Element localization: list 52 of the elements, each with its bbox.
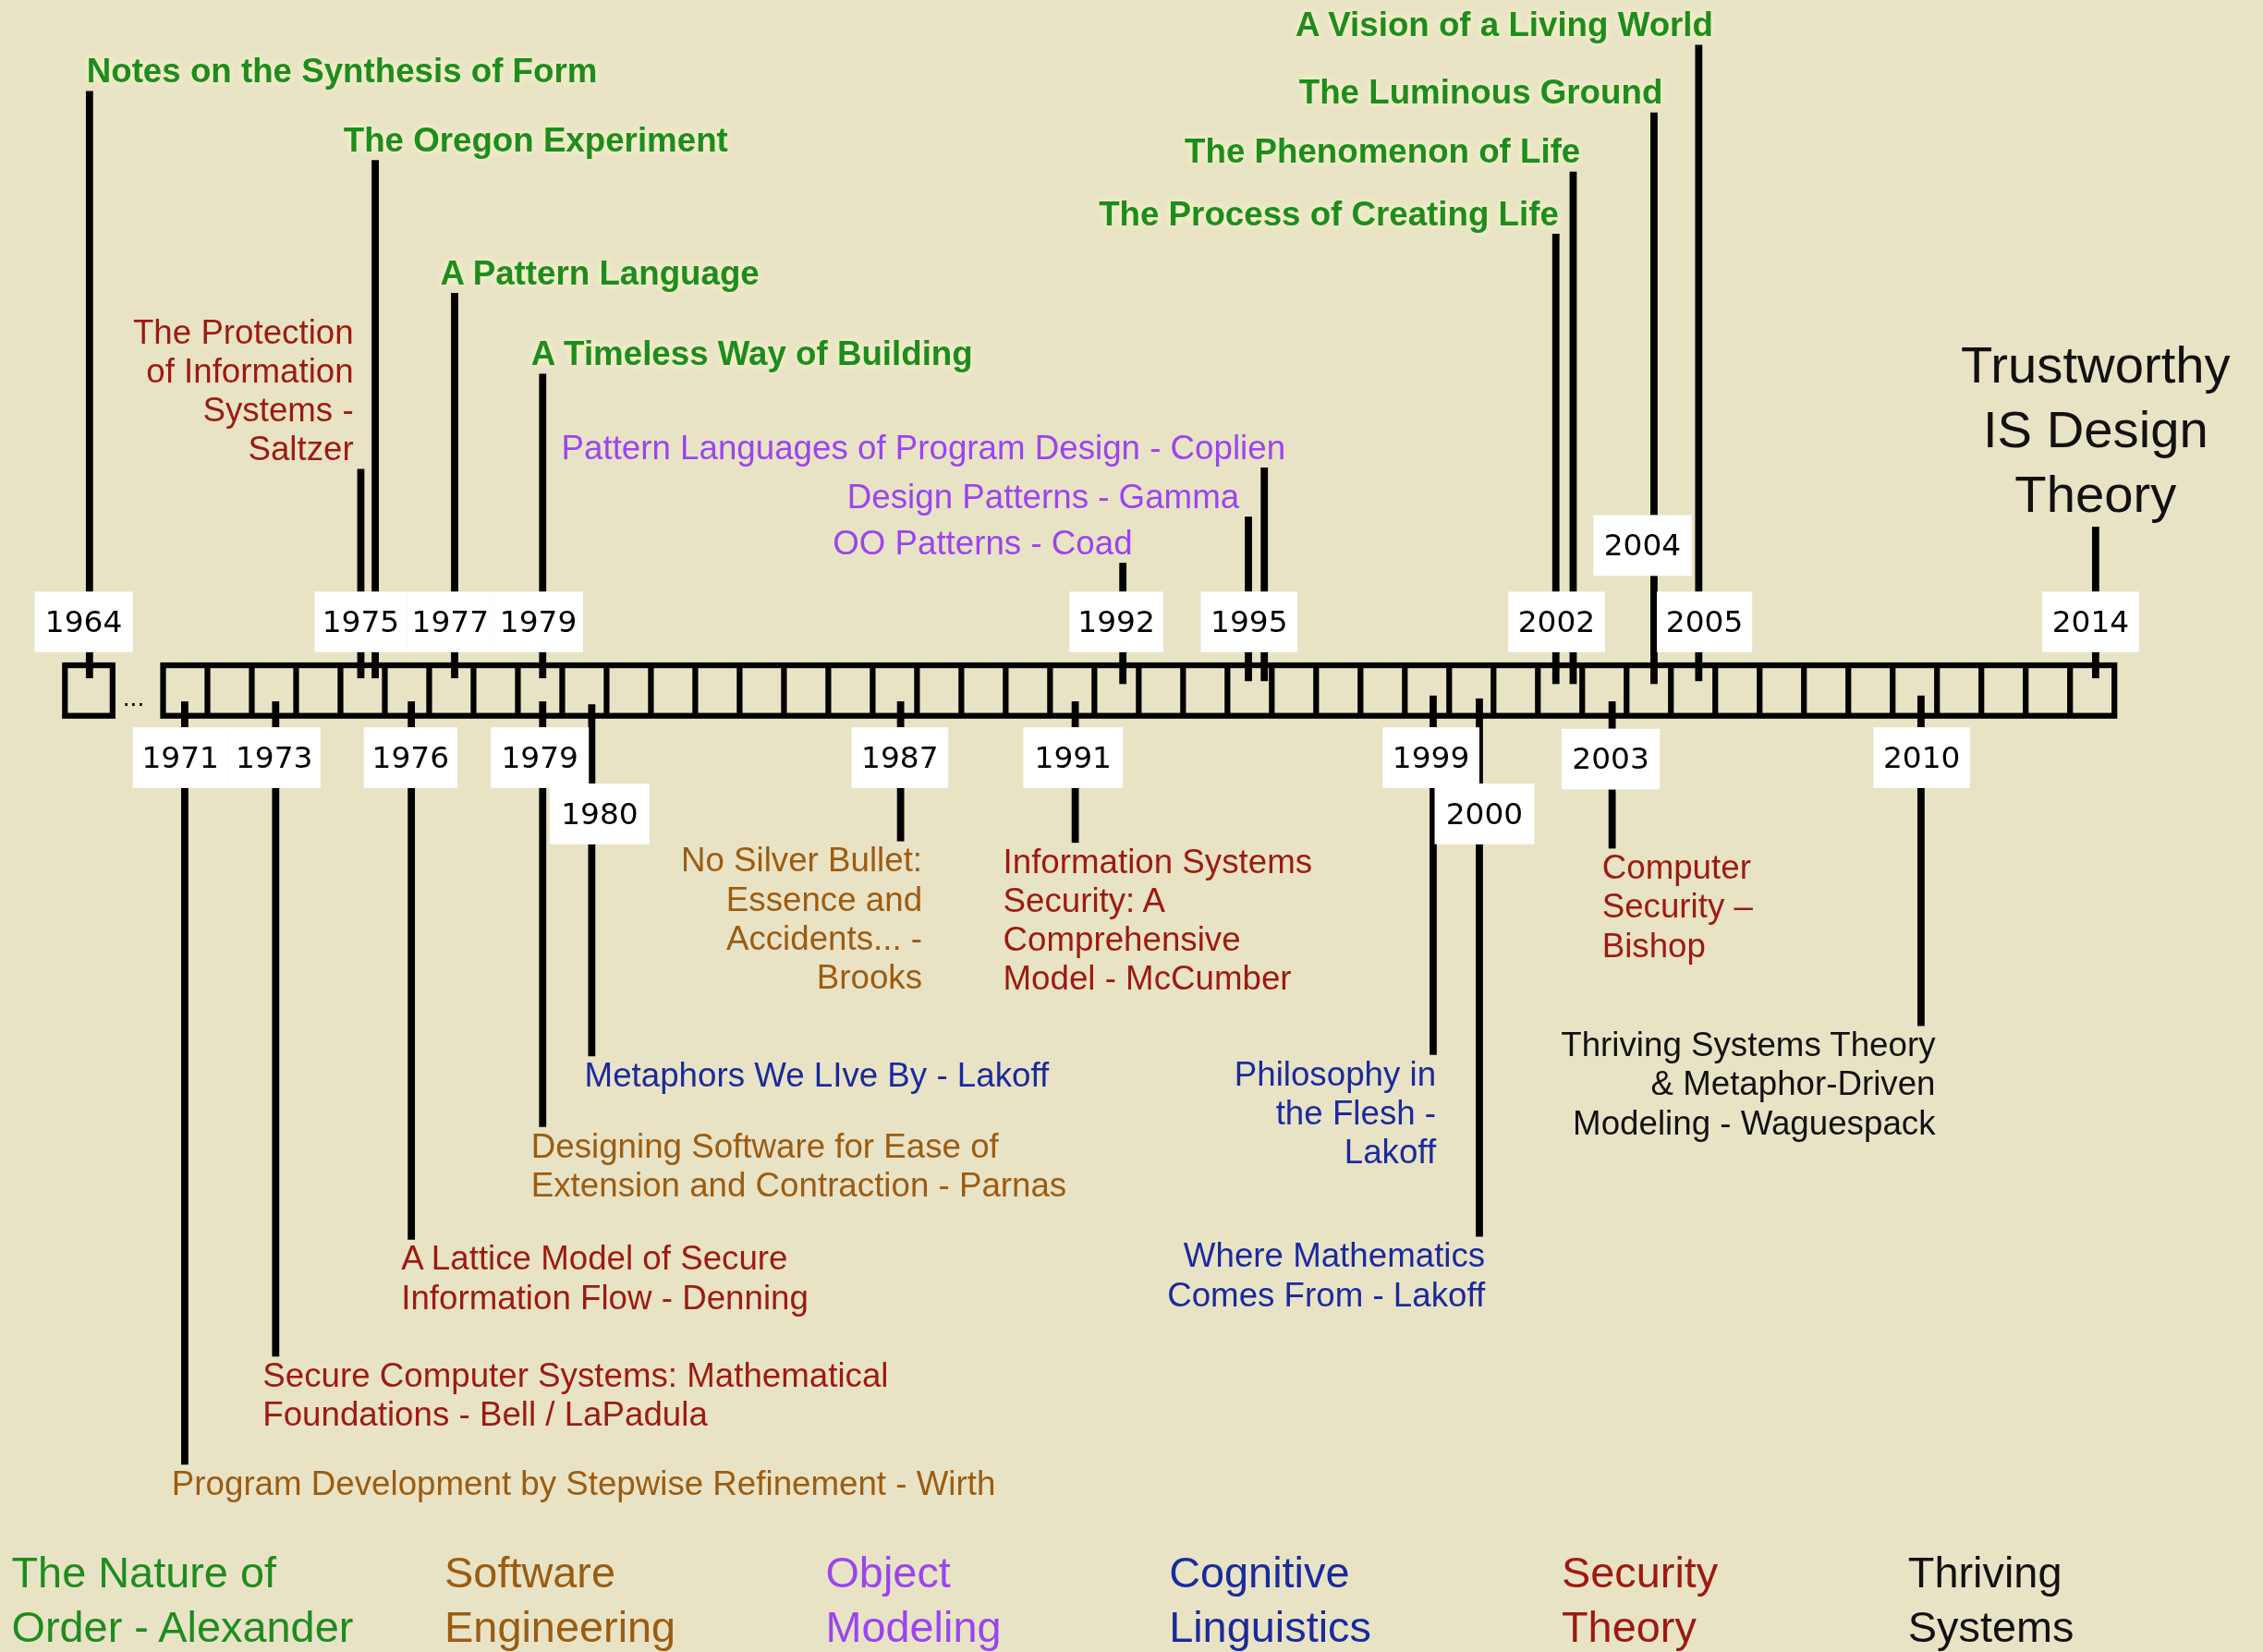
book-title: Program Development by Stepwise Refinement - Wirth bbox=[171, 1464, 996, 1503]
year-label: 2005 bbox=[1657, 591, 1753, 652]
year-label: 1987 bbox=[851, 727, 949, 788]
year-label: 1999 bbox=[1382, 727, 1479, 788]
book-title: Thriving Systems Theory & Metaphor-Driven Modeling - Waguespack bbox=[1539, 1025, 1936, 1143]
book-title: A Lattice Model of Secure Information Flow - Denning bbox=[401, 1238, 834, 1318]
year-label: 2002 bbox=[1508, 591, 1605, 652]
legend-entry: Cognitive Linguistics bbox=[1169, 1547, 1372, 1652]
book-title: Pattern Languages of Program Design - Coplien bbox=[561, 428, 1286, 468]
year-label: 1973 bbox=[227, 727, 321, 788]
book-title: The Phenomenon of Life bbox=[1185, 131, 1581, 172]
book-title: Information Systems Security: A Comprehensive Model - McCumber bbox=[1003, 842, 1332, 999]
theory-title: Trustworthy IS Design Theory bbox=[1947, 331, 2244, 527]
year-label: 1979 bbox=[493, 591, 583, 652]
book-title: OO Patterns - Coad bbox=[833, 523, 1133, 563]
book-title: Design Patterns - Gamma bbox=[846, 477, 1240, 516]
legend-entry: Thriving Systems bbox=[1907, 1547, 2075, 1652]
year-label: 2000 bbox=[1434, 783, 1535, 844]
book-title: No Silver Bullet: Essence and Accidents... - Brooks bbox=[648, 840, 923, 997]
book-title: A Timeless Way of Building bbox=[530, 334, 973, 373]
book-title: Where Mathematics Comes From - Lakoff bbox=[1138, 1235, 1486, 1315]
year-label: 1977 bbox=[407, 591, 494, 652]
book-title: Notes on the Synthesis of Form bbox=[86, 51, 598, 91]
book-title: Philosophy in the Flesh - Lakoff bbox=[1208, 1053, 1437, 1172]
year-label: 2003 bbox=[1562, 728, 1661, 790]
book-title: Designing Software for Ease of Extension and Contraction - Parnas bbox=[530, 1126, 1094, 1205]
book-title: A Pattern Language bbox=[440, 253, 760, 293]
year-label: 1992 bbox=[1069, 591, 1163, 652]
year-label: 2010 bbox=[1873, 727, 1970, 788]
year-label: 1979 bbox=[491, 727, 590, 788]
legend-entry: Security Theory bbox=[1562, 1547, 1720, 1652]
year-label: 1991 bbox=[1023, 727, 1124, 788]
year-label: 1995 bbox=[1200, 591, 1298, 652]
book-title: Secure Computer Systems: Mathematical Foundations - Bell / LaPadula bbox=[262, 1355, 992, 1434]
year-label: 1975 bbox=[314, 591, 408, 652]
legend-entry: Object Modeling bbox=[825, 1547, 1003, 1652]
legend-entry: The Nature of Order - Alexander bbox=[11, 1547, 355, 1652]
year-label: 2004 bbox=[1593, 515, 1692, 577]
year-label: 1971 bbox=[132, 727, 228, 788]
year-label: 1976 bbox=[363, 727, 458, 788]
legend-entry: Software Engineering bbox=[444, 1547, 677, 1652]
book-title: The Protection of Information Systems - Saltzer bbox=[122, 312, 354, 468]
book-title: A Vision of a Living World bbox=[1295, 5, 1713, 44]
book-title: The Process of Creating Life bbox=[1099, 194, 1559, 234]
year-label: 2014 bbox=[2042, 591, 2139, 652]
year-label: 1964 bbox=[34, 591, 133, 652]
year-label: 1980 bbox=[550, 783, 650, 844]
book-title: The Oregon Experiment bbox=[343, 120, 728, 160]
book-title: Metaphors We LIve By - Lakoff bbox=[584, 1055, 1050, 1095]
book-title: Computer Security – Bishop bbox=[1601, 847, 1782, 966]
book-title: The Luminous Ground bbox=[1298, 72, 1663, 113]
ellipsis-mark: ... bbox=[122, 681, 145, 713]
